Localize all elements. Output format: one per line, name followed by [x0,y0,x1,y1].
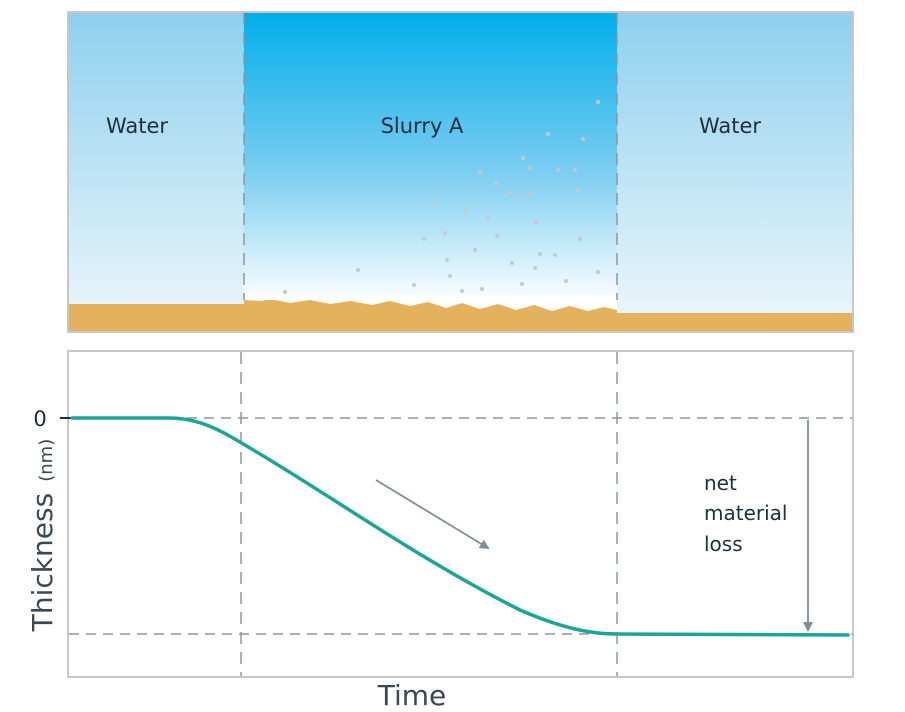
thickness-curve [70,416,850,637]
net-loss-label-line-3: loss [704,532,743,556]
substrate-layer [69,300,852,331]
y-axis-unit: (nm) [36,439,57,482]
region-label-water-left: Water [106,114,168,138]
top-panel: Water Slurry A Water [67,11,854,333]
y-axis-title: Thickness (nm) [26,439,59,632]
y-tick-zero-label: 0 [33,407,46,431]
water-region-left [69,13,244,315]
bottom-panel-frame [67,350,854,678]
y-axis-title-text: Thickness [26,493,59,632]
net-loss-label-line-1: net [704,471,737,495]
region-label-water-right: Water [699,114,761,138]
net-loss-label-line-2: material [704,501,787,525]
x-axis-title: Time [377,679,447,712]
slurry-particles [283,99,601,294]
slurry-region [244,13,617,303]
trend-arrow [375,479,490,550]
water-region-right [617,13,852,315]
bottom-panel: 0 net material loss Thickness (nm) Time [26,350,854,712]
eroded-surface [244,296,617,311]
region-label-slurry: Slurry A [381,114,464,138]
